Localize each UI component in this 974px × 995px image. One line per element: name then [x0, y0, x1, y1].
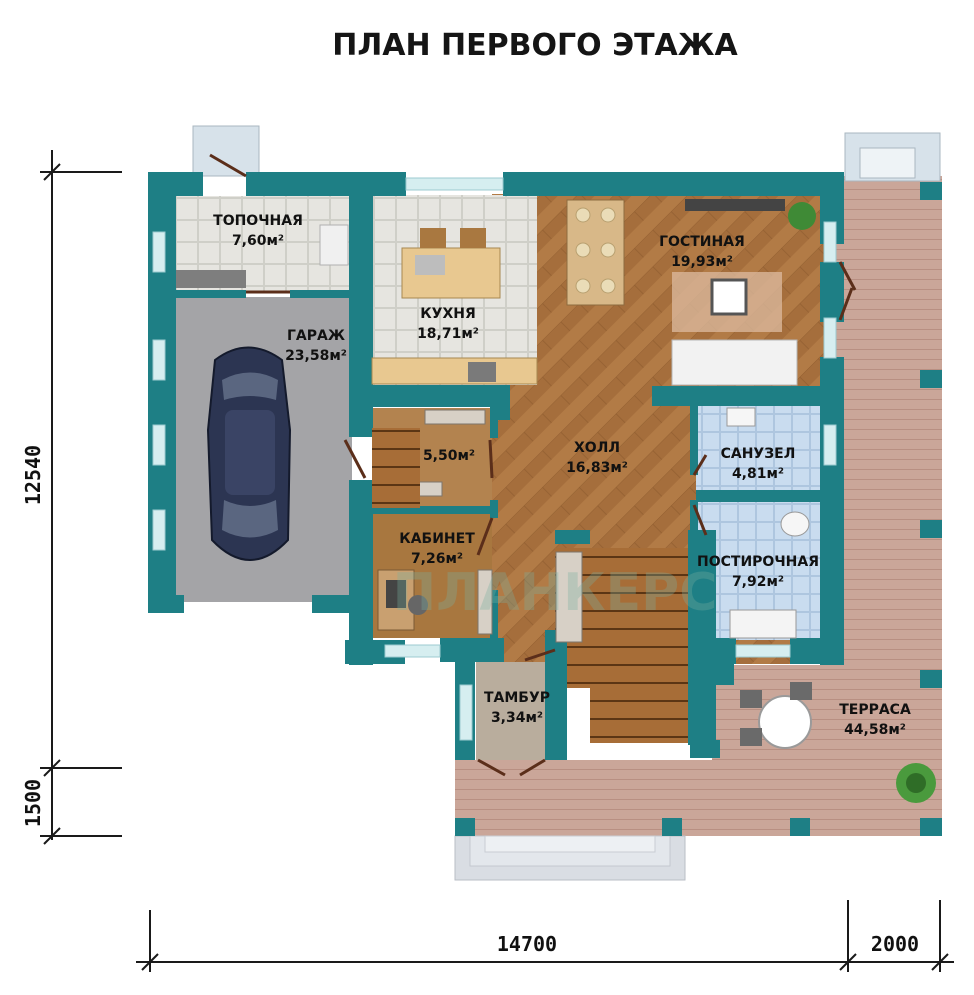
- label-gostinaya: ГОСТИНАЯ: [659, 234, 745, 250]
- area-tambur: 3,34м²: [491, 710, 543, 726]
- label-tambur: ТАМБУР: [484, 690, 550, 706]
- area-topochnaya: 7,60м²: [232, 233, 284, 249]
- plant-icon: [788, 202, 936, 803]
- chimney-left: [192, 125, 260, 177]
- area-gostinaya: 19,93м²: [671, 254, 733, 270]
- room-labels: ТОПОЧНАЯ 7,60м² КУХНЯ 18,71м² ГОСТИНАЯ 1…: [213, 213, 911, 738]
- area-sanuzel: 4,81м²: [732, 466, 784, 482]
- doors: [209, 153, 857, 777]
- dim-width-terrace: 2000: [871, 932, 919, 956]
- terrace-table-icon: [740, 682, 812, 749]
- watermark: ПЛАНКЕРС: [393, 563, 718, 623]
- dim-width-main: 14700: [497, 932, 557, 956]
- radiator-icon: [375, 409, 583, 643]
- label-topochnaya: ТОПОЧНАЯ: [213, 213, 303, 229]
- area-holl: 16,83м²: [566, 460, 628, 476]
- area-postirochnaya: 7,92м²: [732, 574, 784, 590]
- toilet-icon: [726, 407, 810, 537]
- label-kuhnya: КУХНЯ: [420, 306, 476, 322]
- bathroom-floor: [696, 405, 820, 494]
- sofa-icon: [671, 199, 798, 386]
- area-terrasa: 44,58м²: [844, 722, 906, 738]
- dimension-lines: [40, 150, 954, 972]
- dim-height-main: 12540: [21, 445, 45, 505]
- area-storage: 5,50м²: [423, 448, 475, 464]
- terrace-main-floor: [712, 665, 942, 765]
- area-kuhnya: 18,71м²: [417, 326, 479, 342]
- dim-height-porch: 1500: [21, 779, 45, 827]
- tambour-floor: [476, 662, 558, 760]
- area-garazh: 23,58м²: [285, 348, 347, 364]
- label-holl: ХОЛЛ: [574, 440, 620, 456]
- label-postirochnaya: ПОСТИРОЧНАЯ: [697, 554, 819, 570]
- dining-table-icon: [566, 199, 625, 306]
- boiler-icon: [319, 224, 349, 266]
- plan-title: ПЛАН ПЕРВОГО ЭТАЖА: [332, 28, 738, 63]
- label-kabinet: КАБИНЕТ: [399, 531, 475, 547]
- label-sanuzel: САНУЗЕЛ: [721, 446, 796, 462]
- windows: [152, 177, 837, 741]
- porch-floor: [455, 760, 942, 836]
- car-icon: [206, 346, 292, 561]
- label-terrasa: ТЕРРАСА: [839, 702, 911, 718]
- stairs-icon: [590, 548, 688, 743]
- area-kabinet: 7,26м²: [411, 551, 463, 567]
- washer-icon: [729, 609, 797, 639]
- kitchen-island-icon: [371, 228, 538, 385]
- desk-icon: [377, 569, 428, 631]
- label-garazh: ГАРАЖ: [287, 328, 345, 344]
